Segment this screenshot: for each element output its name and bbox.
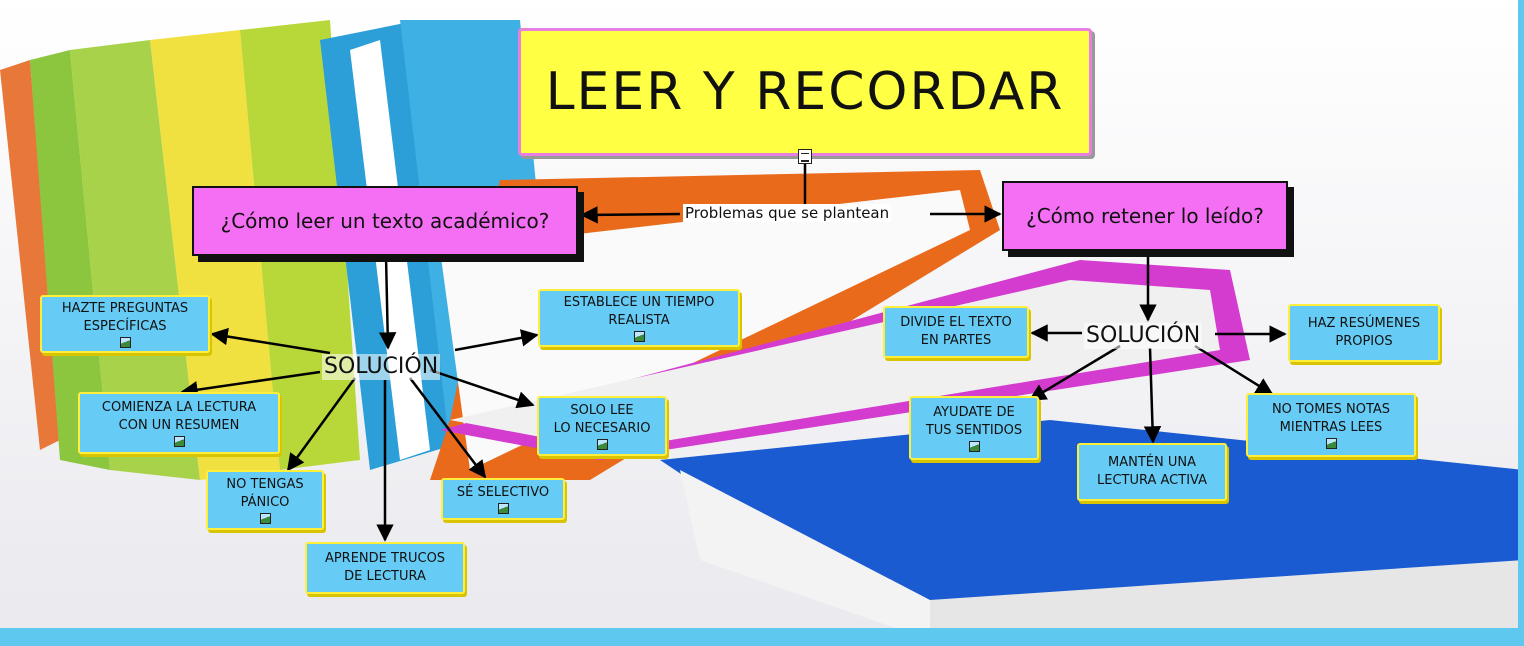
main-concept-title: LEER Y RECORDAR (545, 62, 1065, 122)
leaf-node-right[interactable]: AYUDATE DE TUS SENTIDOS (909, 396, 1039, 460)
leaf-label: NO TOMES NOTAS MIENTRAS LEES (1271, 402, 1391, 435)
image-icon[interactable] (1325, 438, 1337, 449)
leaf-node-right[interactable]: DIVIDE EL TEXTO EN PARTES (883, 306, 1029, 358)
leaf-label: HAZ RESÚMENES PROPIOS (1307, 316, 1421, 349)
leaf-node-left[interactable]: APRENDE TRUCOS DE LECTURA (305, 542, 465, 594)
leaf-label: MANTÉN UNA LECTURA ACTIVA (1097, 455, 1207, 488)
frame-right-border (1518, 0, 1524, 646)
leaf-node-left[interactable]: SÉ SELECTIVO (441, 478, 565, 520)
solution-label-left: SOLUCIÓN (322, 354, 441, 380)
image-icon[interactable] (259, 513, 271, 524)
image-icon[interactable] (968, 441, 980, 452)
question-left-text: ¿Cómo leer un texto académico? (220, 209, 550, 233)
leaf-label: ESTABLECE UN TIEMPO REALISTA (563, 295, 715, 328)
leaf-label: SOLO LEE LO NECESARIO (553, 403, 651, 436)
leaf-node-left[interactable]: COMIENZA LA LECTURA CON UN RESUMEN (78, 392, 280, 454)
leaf-node-left[interactable]: SOLO LEE LO NECESARIO (537, 396, 667, 456)
main-concept-node[interactable]: LEER Y RECORDAR (518, 28, 1092, 156)
document-icon[interactable] (798, 149, 812, 164)
solution-label-right: SOLUCIÓN (1084, 323, 1203, 349)
image-icon[interactable] (633, 331, 645, 342)
leaf-node-right[interactable]: HAZ RESÚMENES PROPIOS (1288, 304, 1440, 362)
leaf-label: AYUDATE DE TUS SENTIDOS (925, 405, 1023, 438)
image-icon[interactable] (173, 436, 185, 447)
leaf-label: HAZTE PREGUNTAS ESPECÍFICAS (61, 301, 189, 334)
image-icon[interactable] (596, 439, 608, 450)
leaf-label: APRENDE TRUCOS DE LECTURA (324, 551, 446, 584)
leaf-node-left[interactable]: HAZTE PREGUNTAS ESPECÍFICAS (40, 295, 210, 353)
leaf-node-right[interactable]: MANTÉN UNA LECTURA ACTIVA (1077, 443, 1227, 501)
leaf-label: COMIENZA LA LECTURA CON UN RESUMEN (101, 400, 257, 433)
leaf-node-left[interactable]: ESTABLECE UN TIEMPO REALISTA (538, 289, 740, 347)
question-node-left[interactable]: ¿Cómo leer un texto académico? (192, 186, 578, 256)
leaf-label: NO TENGAS PÁNICO (226, 477, 304, 510)
leaf-label: DIVIDE EL TEXTO EN PARTES (900, 315, 1012, 348)
question-node-right[interactable]: ¿Cómo retener lo leído? (1002, 181, 1288, 251)
leaf-node-left[interactable]: NO TENGAS PÁNICO (206, 470, 324, 530)
link-label-problemas: Problemas que se plantean (683, 204, 892, 222)
frame-bottom-border (0, 628, 1524, 646)
leaf-label: SÉ SELECTIVO (456, 485, 550, 500)
image-icon[interactable] (119, 337, 131, 348)
image-icon[interactable] (497, 503, 509, 514)
question-right-text: ¿Cómo retener lo leído? (1026, 204, 1264, 228)
leaf-node-right[interactable]: NO TOMES NOTAS MIENTRAS LEES (1246, 393, 1416, 457)
